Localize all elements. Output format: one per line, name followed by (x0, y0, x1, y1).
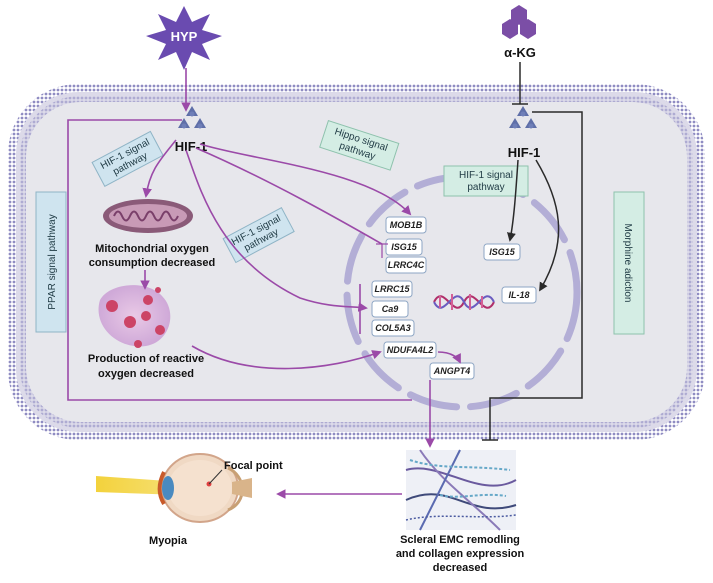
scleral-label-line2: and collagen expression (396, 548, 525, 560)
ros-label-line1: Production of reactive (88, 353, 204, 365)
gene-il18: IL-18 (508, 290, 529, 300)
mito-label-line1: Mitochondrial oxygen (95, 243, 209, 255)
scleral-label-line3: decreased (433, 562, 487, 574)
hyp-label: HYP (171, 29, 198, 44)
gene-ca9: Ca9 (382, 304, 399, 314)
mito-label-line2: consumption decreased (89, 257, 216, 269)
akg-label: α-KG (504, 45, 536, 60)
box-hif-right-line1: HIF-1 signal (459, 170, 513, 181)
eye-illustration (96, 453, 252, 523)
box-ppar: PPAR signal pathway (35, 191, 67, 333)
scleral-label-line1: Scleral EMC remodling (400, 534, 520, 546)
dark-arrows (482, 62, 583, 441)
gene-boxes: MOB1B ISG15 LRRC4C LRRC15 Ca9 COL5A3 NDU… (371, 216, 537, 380)
box-morphine: Morphine adiction (613, 191, 645, 335)
hif1-left-label: HIF-1 (175, 139, 208, 154)
gene-col5a3: COL5A3 (375, 323, 411, 333)
akg-hexagons: α-KG (502, 5, 536, 60)
gene-lrrc4c: LRRC4C (388, 260, 425, 270)
gene-mob1b: MOB1B (390, 220, 423, 230)
scleral-matrix-image (405, 449, 517, 531)
gene-isg15-a: ISG15 (391, 242, 418, 252)
ros-label-line2: oxygen decreased (98, 368, 194, 380)
ros-icon (98, 285, 171, 348)
myopia-label: Myopia (149, 535, 188, 547)
gene-angpt4: ANGPT4 (433, 366, 471, 376)
dna-icon (433, 294, 495, 310)
focal-point-label: Focal point (224, 460, 283, 472)
gene-lrrc15: LRRC15 (374, 284, 410, 294)
box-hif-right: HIF-1 signal pathway (443, 165, 529, 197)
mitochondrion-icon (103, 199, 193, 233)
box-morphine-label: Morphine adiction (622, 224, 633, 303)
box-ppar-label: PPAR signal pathway (47, 214, 58, 309)
purple-arrows (67, 68, 461, 499)
gene-isg15-b: ISG15 (489, 247, 516, 257)
hif1-right-label: HIF-1 (508, 145, 541, 160)
hif1-right-icon (509, 106, 537, 129)
hyp-star: HYP (146, 6, 222, 70)
hif1-left-icon (178, 106, 206, 129)
box-hif-right-line2: pathway (467, 182, 504, 193)
gene-ndufa4l2: NDUFA4L2 (387, 345, 434, 355)
